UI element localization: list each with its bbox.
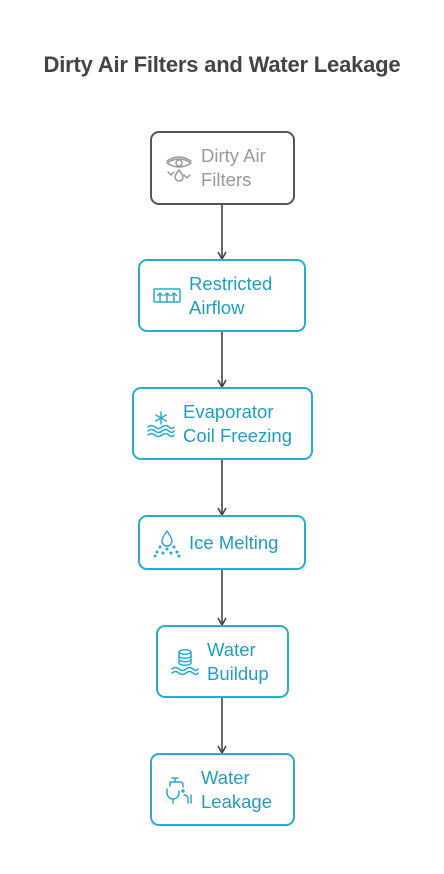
- node-label: Water Leakage: [201, 766, 272, 812]
- node-water-leakage: Water Leakage: [150, 753, 295, 826]
- node-label: Dirty Air Filters: [201, 145, 266, 190]
- node-evaporator-coil-freezing: Evaporator Coil Freezing: [132, 387, 313, 460]
- leaking-faucet-icon: [166, 776, 192, 804]
- node-label: Ice Melting: [189, 531, 279, 553]
- diagram-title: Dirty Air Filters and Water Leakage: [43, 52, 401, 77]
- water-tank-icon: [171, 648, 199, 675]
- eye-filter-icon: [166, 156, 192, 182]
- node-label: Water Buildup: [207, 638, 269, 684]
- node-restricted-airflow: Restricted Airflow: [138, 259, 306, 332]
- node-label: Evaporator Coil Freezing: [183, 400, 292, 446]
- airflow-vent-icon: [153, 287, 181, 303]
- node-ice-melting: Ice Melting: [138, 515, 306, 570]
- snowflake-waves-icon: [147, 410, 175, 437]
- node-dirty-air-filters: Dirty Air Filters: [150, 131, 295, 205]
- node-water-buildup: Water Buildup: [156, 625, 289, 698]
- water-drop-icon: [153, 529, 181, 558]
- node-label: Restricted Airflow: [189, 272, 273, 318]
